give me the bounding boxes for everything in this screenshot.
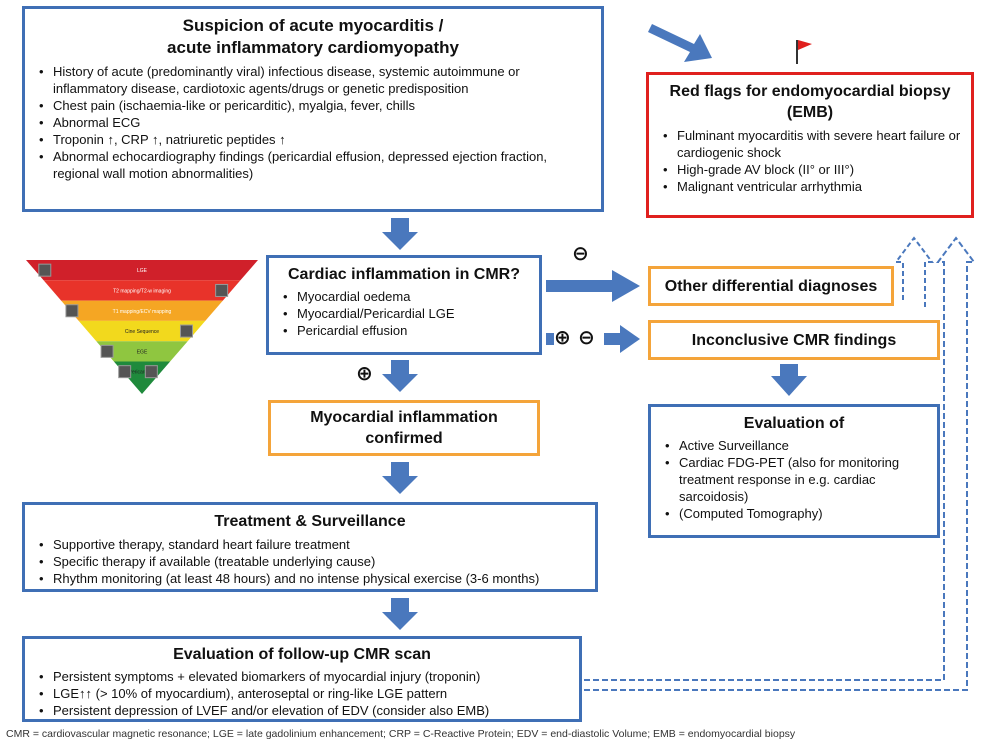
pyramid-level-label: T1 mapping/ECV mapping <box>113 309 172 315</box>
arrow-down-confirmed-to-treatment <box>382 462 418 494</box>
treatment-item: Rhythm monitoring (at least 48 hours) an… <box>35 570 585 587</box>
followup-item: Persistent depression of LVEF and/or ele… <box>35 702 569 719</box>
evaluation-box: Evaluation of Active Surveillance Cardia… <box>648 404 940 538</box>
cmr-box: Cardiac inflammation in CMR? Myocardial … <box>266 255 542 355</box>
confirmed-box: Myocardial inflammation confirmed <box>268 400 540 456</box>
pyramid-level-label: T2 mapping/T2-w imaging <box>113 288 171 294</box>
arrow-down-treatment-to-followup <box>382 598 418 630</box>
suspicion-box: Suspicion of acute myocarditis / acute i… <box>22 6 604 212</box>
plus-symbol-confirmed: ⊕ <box>356 363 373 385</box>
suspicion-item: History of acute (predominantly viral) i… <box>35 63 591 97</box>
cmr-list: Myocardial oedema Myocardial/Pericardial… <box>279 288 529 339</box>
evaluation-item: Active Surveillance <box>661 437 927 454</box>
pyramid-level <box>61 300 223 321</box>
arrow-to-red-flags <box>648 24 712 62</box>
pyramid-level <box>26 260 258 281</box>
red-flag-icon <box>794 38 814 64</box>
pyramid-level <box>78 320 206 342</box>
other-dd-title: Other differential diagnoses <box>664 277 878 295</box>
evaluation-title: Evaluation of <box>743 415 845 432</box>
evaluation-list: Active Surveillance Cardiac FDG-PET (als… <box>661 437 927 522</box>
evaluation-item: (Computed Tomography) <box>661 505 927 522</box>
cmr-item: Myocardial/Pericardial LGE <box>279 305 529 322</box>
followup-title: Evaluation of follow-up CMR scan <box>173 646 431 663</box>
suspicion-title-line2: acute inflammatory cardiomyopathy <box>167 38 459 57</box>
red-flags-item: High-grade AV block (II° or III°) <box>659 161 961 178</box>
red-flags-list: Fulminant myocarditis with severe heart … <box>659 127 961 195</box>
mri-thumbnail-icon <box>144 365 158 379</box>
pyramid-level-label: Cine Sequence <box>125 329 159 335</box>
arrow-down-inconclusive-to-evaluation <box>771 364 807 396</box>
followup-list: Persistent symptoms + elevated biomarker… <box>35 668 569 719</box>
pyramid-level <box>43 280 241 301</box>
followup-item: LGE↑↑ (> 10% of myocardium), anterosepta… <box>35 685 569 702</box>
abbreviations-footer: CMR = cardiovascular magnetic resonance;… <box>6 728 796 740</box>
inconclusive-title: Inconclusive CMR findings <box>691 331 897 349</box>
mri-thumbnail-icon <box>38 263 52 277</box>
treatment-list: Supportive therapy, standard heart failu… <box>35 536 585 587</box>
red-flags-item: Malignant ventricular arrhythmia <box>659 178 961 195</box>
mri-thumbnail-icon <box>215 283 229 297</box>
suspicion-title: Suspicion of acute myocarditis / acute i… <box>35 15 591 59</box>
red-flags-box: Red flags for endomyocardial biopsy (EMB… <box>646 72 974 218</box>
mri-thumbnail-icon <box>65 304 79 318</box>
plus-symbol-inconclusive: ⊕ <box>554 327 571 349</box>
confirmed-title-line1: Myocardial inflammation <box>310 409 498 426</box>
treatment-item: Specific therapy if available (treatable… <box>35 553 585 570</box>
cmr-item: Pericardial effusion <box>279 322 529 339</box>
minus-symbol-other-dd: ⊖ <box>572 243 589 265</box>
treatment-title: Treatment & Surveillance <box>214 513 406 530</box>
cmr-item: Myocardial oedema <box>279 288 529 305</box>
dashed-arrow-other-dd-to-red-flags <box>894 236 934 310</box>
followup-box: Evaluation of follow-up CMR scan Persist… <box>22 636 582 722</box>
followup-item: Persistent symptoms + elevated biomarker… <box>35 668 569 685</box>
arrow-right-to-other-dd <box>546 270 640 302</box>
evaluation-item: Cardiac FDG-PET (also for monitoring tre… <box>661 454 927 505</box>
arrow-right-to-inconclusive <box>546 325 640 353</box>
inconclusive-box: Inconclusive CMR findings <box>648 320 940 360</box>
suspicion-title-line1: Suspicion of acute myocarditis / <box>182 16 444 35</box>
suspicion-item: Abnormal ECG <box>35 114 591 131</box>
red-flags-item: Fulminant myocarditis with severe heart … <box>659 127 961 161</box>
mri-thumbnail-icon <box>179 324 193 338</box>
other-dd-box: Other differential diagnoses <box>648 266 894 306</box>
cmr-title: Cardiac inflammation in CMR? <box>287 266 521 283</box>
suspicion-item: Chest pain (ischaemia-like or pericardit… <box>35 97 591 114</box>
red-flags-title-line2: (EMB) <box>786 104 834 121</box>
mri-thumbnail-icon <box>100 344 114 358</box>
pyramid-level-label: EGE <box>137 349 148 355</box>
pyramid-level-label: LGE <box>137 268 148 274</box>
pyramid-level-label: Pericardium <box>129 370 156 376</box>
pyramid-level <box>96 341 188 362</box>
suspicion-item: Troponin ↑, CRP ↑, natriuretic peptides … <box>35 131 591 148</box>
treatment-item: Supportive therapy, standard heart failu… <box>35 536 585 553</box>
dashed-arrow-followup-to-red-flags <box>584 236 976 691</box>
suspicion-list: History of acute (predominantly viral) i… <box>35 63 591 182</box>
treatment-box: Treatment & Surveillance Supportive ther… <box>22 502 598 592</box>
red-flags-title: Red flags for endomyocardial biopsy (EMB… <box>659 81 961 123</box>
cmr-sequence-pyramid: LGE T2 mapping/T2-w imaging T1 mapping/ECV… <box>22 258 262 398</box>
minus-symbol-inconclusive: ⊖ <box>578 327 595 349</box>
red-flags-title-line1: Red flags for endomyocardial biopsy <box>669 83 951 100</box>
mri-thumbnail-icon <box>118 365 132 379</box>
arrow-down-suspicion-to-cmr <box>382 218 418 250</box>
confirmed-title-line2: confirmed <box>365 430 443 447</box>
arrow-down-cmr-to-confirmed <box>382 360 418 392</box>
suspicion-item: Abnormal echocardiography findings (peri… <box>35 148 591 182</box>
